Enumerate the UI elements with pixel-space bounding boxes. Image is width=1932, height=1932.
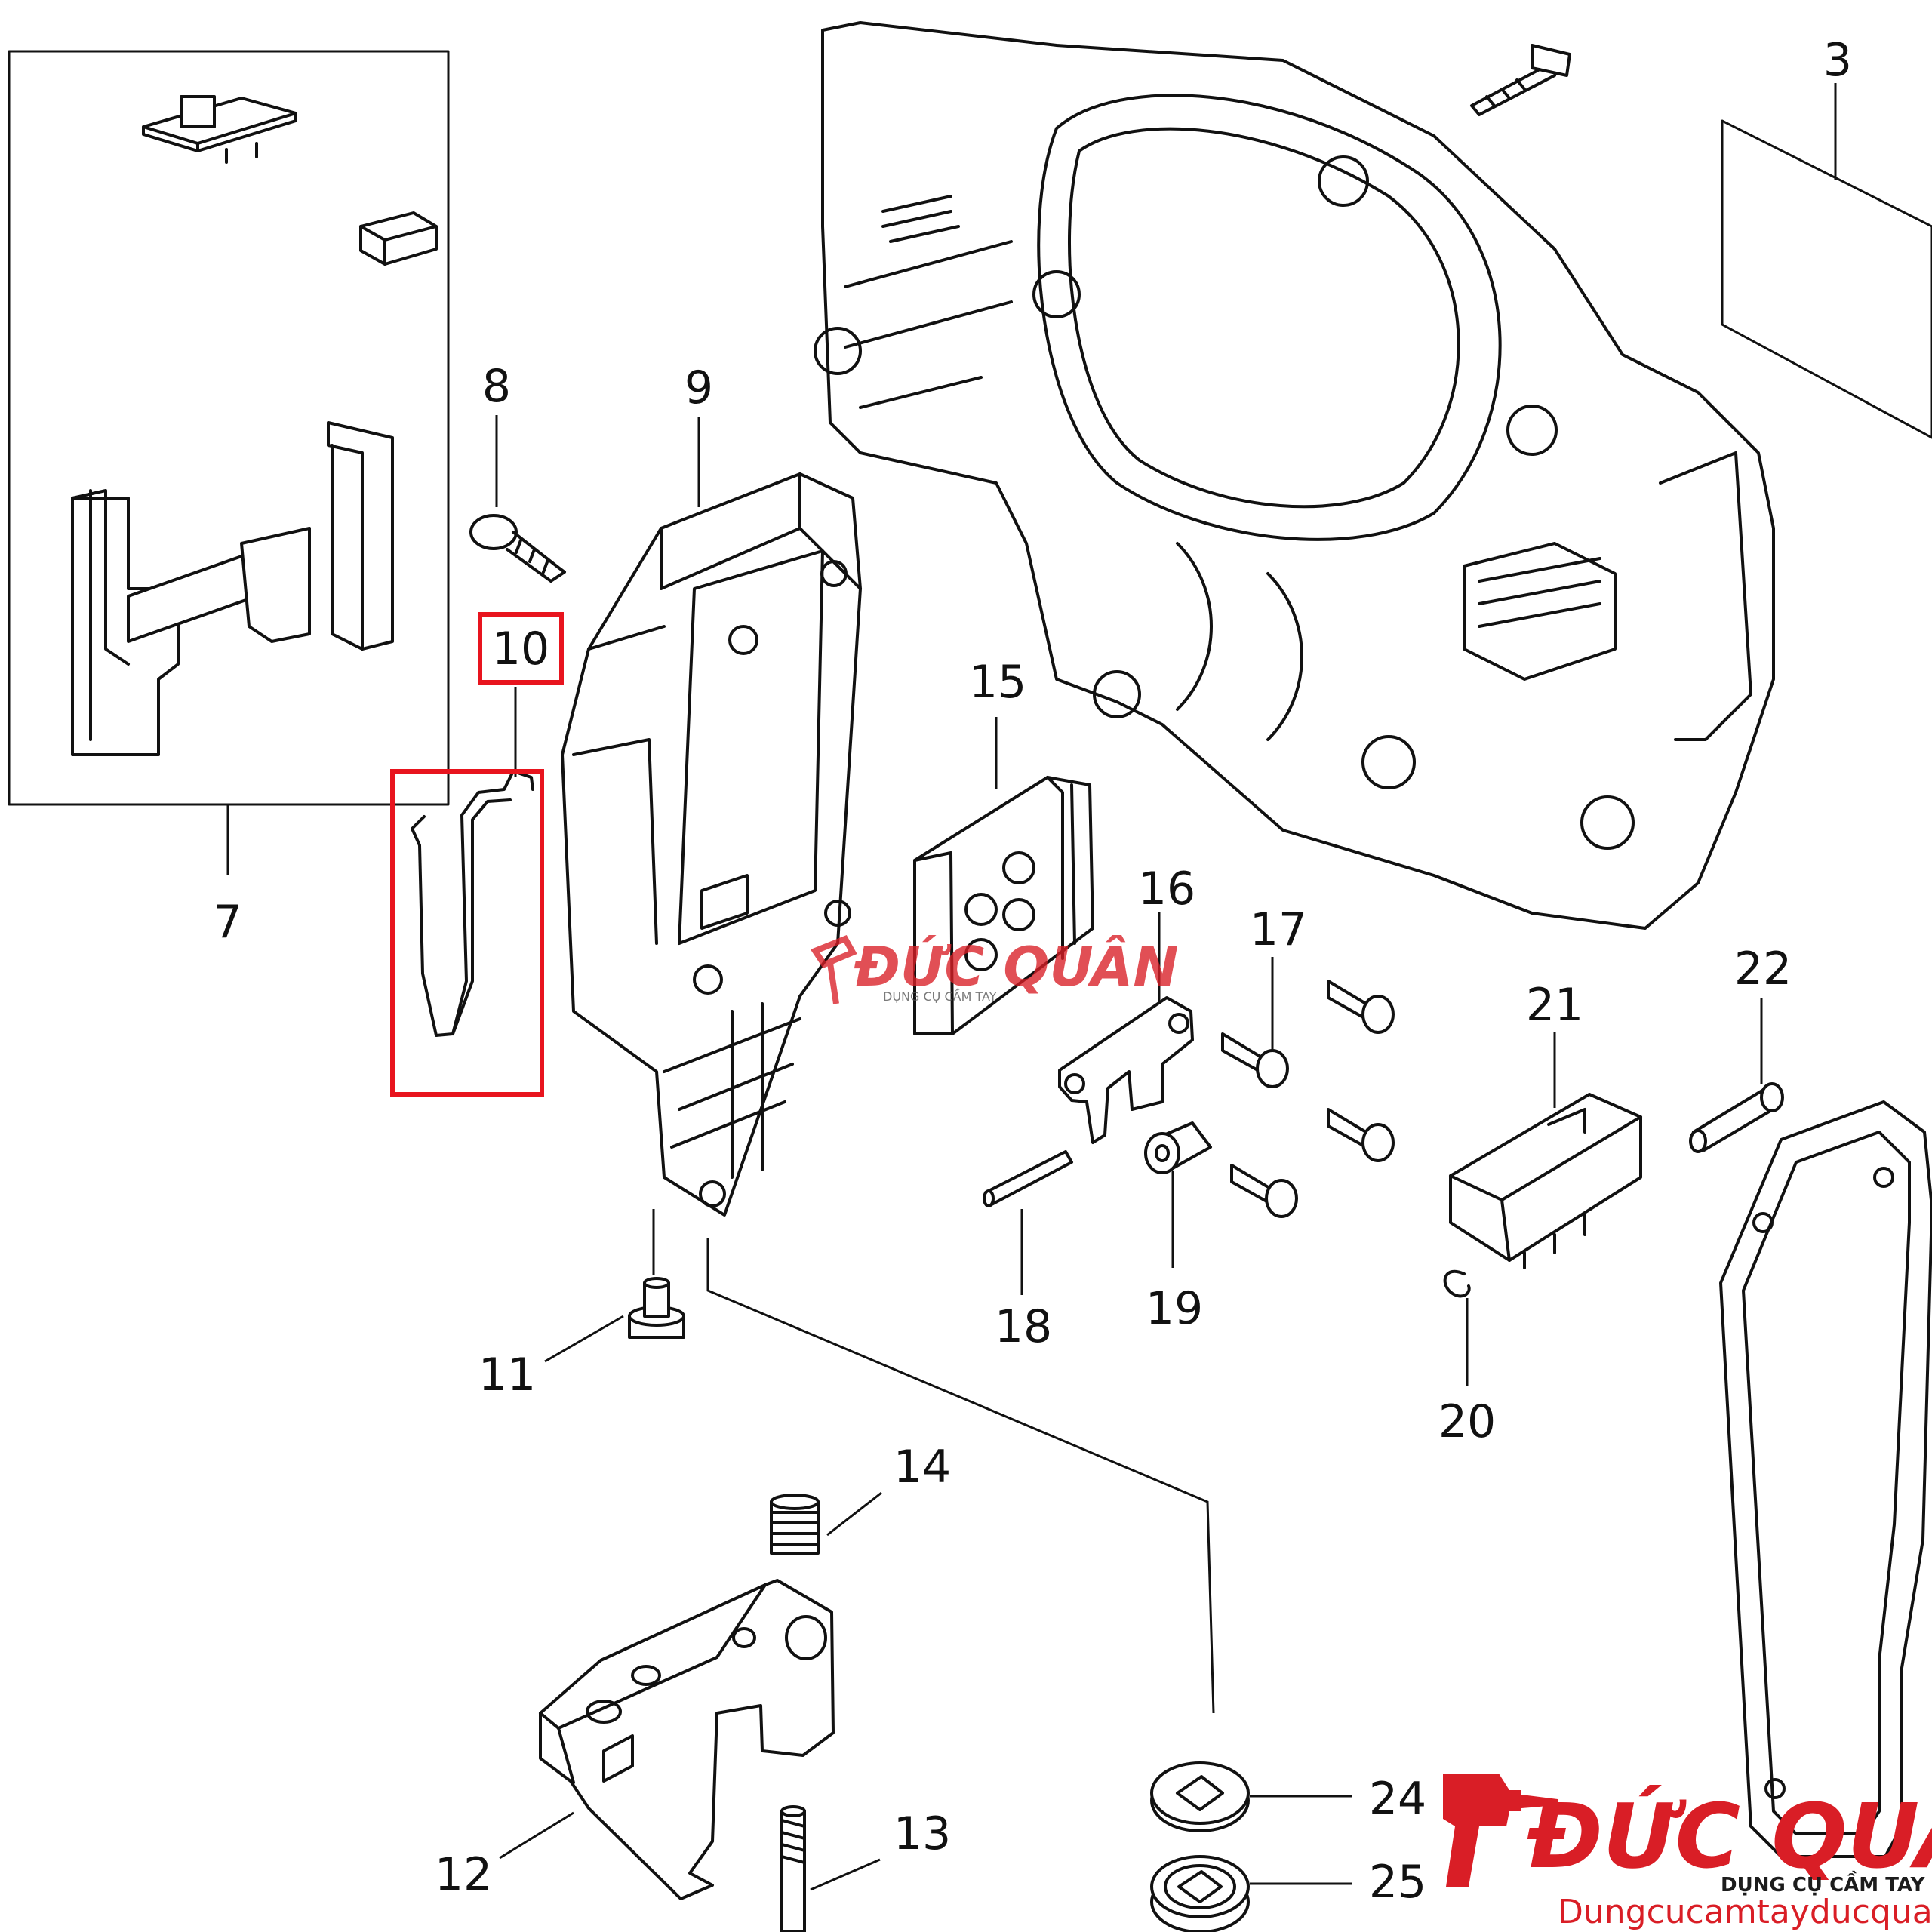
part-8-screw (469, 514, 566, 583)
screw-top (1470, 44, 1571, 116)
part-12-lever (539, 1579, 835, 1900)
callout-25: 25 (1369, 1856, 1426, 1909)
part-10-spring-clip (411, 770, 534, 1037)
part-22-shaft (1689, 1082, 1784, 1153)
watermark-title: ĐỨC QUÂN (854, 935, 1179, 998)
callout-20: 20 (1438, 1395, 1496, 1448)
part-24-washer (1150, 1761, 1250, 1832)
housing-terminal-block (1463, 542, 1617, 681)
motor-housing (814, 21, 1775, 930)
callout-19: 19 (1146, 1282, 1203, 1335)
callout-14: 14 (894, 1441, 951, 1494)
callout-16: 16 (1138, 863, 1195, 915)
housing-outline (821, 21, 1775, 930)
part-21-switch-block (1449, 1093, 1642, 1269)
callout-10: 10 (492, 623, 549, 675)
part-17-screws (1221, 980, 1395, 1218)
callout-17: 17 (1250, 903, 1307, 956)
callout-9: 9 (685, 361, 713, 414)
part-3-label (1721, 119, 1932, 439)
part-14-spring (770, 1494, 820, 1555)
part-7-chip (180, 95, 216, 128)
callout-21: 21 (1526, 979, 1583, 1032)
part-7-rail (327, 421, 394, 651)
callout-15: 15 (969, 656, 1026, 709)
part-7-connector (359, 211, 438, 266)
brand-subtitle: DỤNG CỤ CẦM TAY (1721, 1870, 1926, 1897)
watermark-drill-icon (810, 934, 857, 1004)
callout-7: 7 (214, 896, 242, 949)
callout-3: 3 (1823, 34, 1852, 87)
part-7-carrier (71, 497, 180, 756)
part-16-plate (1058, 996, 1194, 1144)
part-13-rod (780, 1805, 806, 1932)
callout-12: 12 (435, 1848, 492, 1901)
brand-url: Dungcucamtayducquan.com (1558, 1893, 1932, 1931)
part-18-pin (983, 1150, 1073, 1208)
gasket (1719, 1100, 1932, 1858)
part-15-bracket (913, 776, 1094, 1035)
part-9-switch-housing (561, 472, 862, 1217)
watermark: ĐỨC QUÂN DỤNG CỤ CẦM TAY (810, 934, 1179, 1004)
part-7-switch-assembly (8, 50, 450, 806)
brand-logo: ĐỨC QUÂN DỤNG CỤ CẦM TAY Dungcucamtayduc… (1443, 1774, 1932, 1931)
callout-24: 24 (1369, 1773, 1426, 1826)
watermark-subtitle: DỤNG CỤ CẦM TAY (883, 988, 997, 1004)
part-25-seal (1150, 1855, 1250, 1932)
part-7-board (142, 97, 297, 152)
part-20-retaining-ring (1443, 1269, 1471, 1298)
callout-18: 18 (995, 1300, 1052, 1353)
part-9-outline (561, 472, 862, 1217)
brand-title: ĐỨC QUÂN (1527, 1784, 1932, 1888)
callout-13: 13 (894, 1807, 951, 1860)
part-19-bushing (1144, 1121, 1212, 1174)
drill-icon (1443, 1774, 1558, 1887)
housing-window (1037, 94, 1502, 541)
highlight-label-10 (478, 612, 564, 685)
callout-11: 11 (478, 1349, 536, 1401)
part-11-bolt (628, 1277, 685, 1339)
callout-22: 22 (1734, 943, 1792, 995)
highlight-part-10 (390, 769, 544, 1097)
callout-8: 8 (482, 360, 511, 413)
